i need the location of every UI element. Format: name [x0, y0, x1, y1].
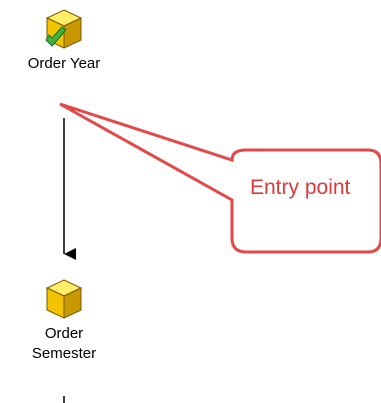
node-label: Order Year — [27, 55, 101, 72]
node-order-year[interactable]: Order Year — [4, 8, 124, 74]
cube-icon — [45, 279, 83, 319]
cube-icon — [45, 9, 83, 49]
node-order-semester[interactable]: Order Semester — [4, 278, 124, 364]
callout-label: Entry point — [250, 176, 351, 199]
checkmark-icon — [45, 26, 67, 47]
node-label: Order Semester — [31, 325, 97, 362]
